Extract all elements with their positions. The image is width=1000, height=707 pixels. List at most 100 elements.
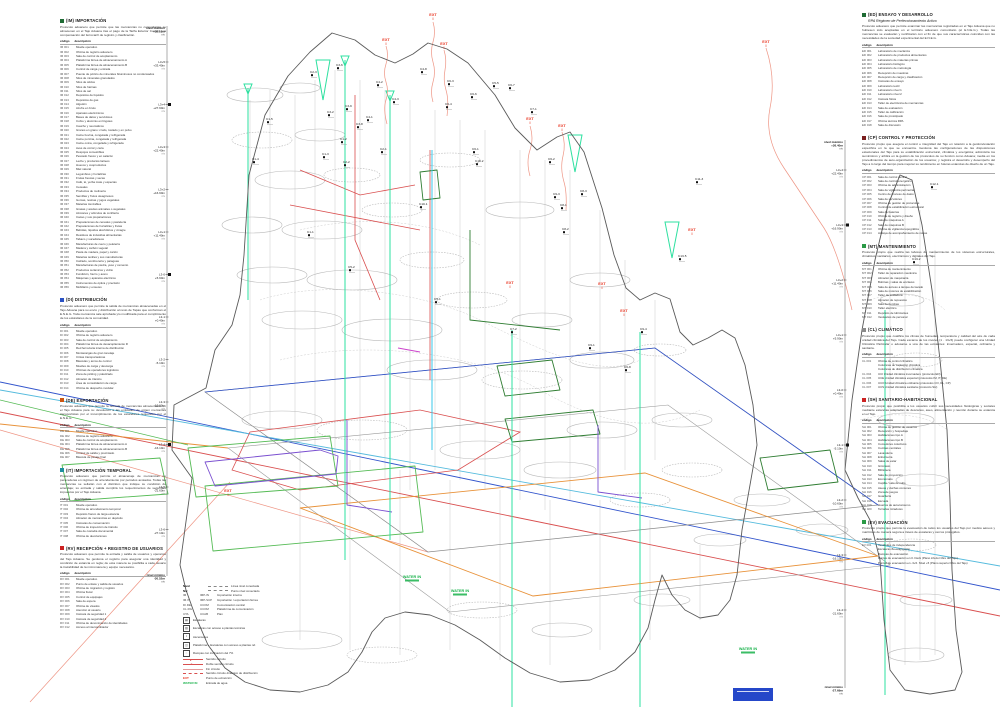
legend-flow-row: ▸Sentido circuito	[183, 657, 333, 662]
legend-abbr-a: IM·IT	[183, 597, 190, 602]
legend-label: Plan	[217, 611, 223, 616]
col-desc-header: descripción	[74, 39, 91, 44]
node-label: C9-3	[553, 192, 560, 196]
row-description: Salas de estar	[878, 459, 897, 464]
node-label: C5-5	[492, 81, 499, 85]
row-code	[862, 561, 875, 565]
row-code: RV 008	[60, 607, 70, 612]
row-description: Laboratorio nivel 1	[878, 88, 902, 93]
floor-plate	[261, 630, 343, 650]
row-code: ED 003	[862, 57, 872, 62]
row-description: Sala de servidores	[878, 196, 902, 201]
row-description: Atalaya de acompañamiento de navas	[878, 231, 928, 236]
row-description: Fundición, hierro y acero	[76, 272, 108, 277]
row-code: CP 004	[862, 187, 872, 192]
legend-label: Punto nivel conectado	[231, 588, 260, 593]
table-row: Columnas de captación climática	[862, 363, 995, 367]
row-code: IT 008	[60, 533, 69, 538]
row-description: Sala de evaluación	[878, 105, 903, 110]
node-square	[641, 331, 643, 334]
row-code: DI 001	[60, 328, 69, 333]
legend-symbol: Niv	[183, 588, 188, 593]
col-code-header: código	[60, 322, 70, 327]
row-description: Laboratorio de mecánica	[878, 48, 910, 53]
node-square	[311, 74, 313, 77]
row-description: Sala de discusión	[878, 122, 901, 127]
section-header: (MT) MANTENIMIENTO	[862, 244, 995, 249]
section-subtitle: RPA Régimen de Perfeccionamiento Activo	[868, 18, 937, 23]
node-square	[448, 83, 450, 86]
row-code: CP 007	[862, 200, 872, 205]
node-label: C13-5	[678, 254, 687, 258]
row-description: Carne porcina, congelada y refrigerada	[76, 136, 127, 141]
row-description: Laboratorio biológico	[878, 61, 905, 66]
row-description: Instrumentos de óptica y precisión	[76, 280, 120, 285]
row-description: Depósitos de líquidos	[76, 93, 104, 98]
row-description: Plataforma férrea de almacenamiento B	[76, 62, 128, 67]
level-node-square	[168, 103, 171, 106]
floor-plate	[231, 131, 293, 149]
node-square	[476, 163, 478, 166]
row-description: Grasas y aceites animales o vegetales	[76, 206, 126, 211]
node-label: C1-2	[340, 137, 347, 141]
node-label: C2-2	[343, 160, 350, 164]
row-code: IT 001	[60, 503, 69, 508]
node-square	[337, 67, 339, 70]
row-code: ED 010	[862, 88, 872, 93]
row-code: SH 011	[862, 468, 872, 473]
row-description: Calzado, sombrerería y paraguas	[76, 258, 119, 263]
row-description: UCO Unidad climática ordinaria (protocol…	[878, 380, 951, 385]
row-description: Oficina técnica RPA	[878, 118, 904, 123]
section-title: (EV) EVACUACIÓN	[868, 519, 908, 525]
row-description: Despojos comestibles	[76, 149, 105, 154]
row-code: IM 022	[60, 136, 69, 141]
row-description: Laboratorio textil	[878, 83, 900, 88]
row-description: Taller de reparación mecánica	[878, 271, 917, 276]
col-code-header: código	[862, 536, 872, 541]
node-label: C6-2	[548, 157, 555, 161]
node-label: C3-2	[327, 110, 334, 114]
floor-plate	[693, 533, 747, 547]
node-label: C6-7	[508, 83, 515, 87]
legend-abbr-a: CL·RG	[183, 607, 192, 612]
section-title: (RV) RECEPCIÓN + REGISTRO DE USUARIOS	[66, 545, 164, 551]
ext-label: EXT	[382, 38, 390, 42]
floor-plate	[446, 601, 518, 619]
row-code: IM 045	[60, 237, 69, 242]
row-description: Sala de máquinas A	[878, 218, 904, 223]
row-code: IM 044	[60, 232, 69, 237]
floor-plate	[887, 538, 937, 552]
section-header: (CL) CLIMÁTICO	[862, 327, 995, 332]
interior-contours	[259, 221, 949, 431]
row-description: Bobinas y salas de enclaves	[878, 280, 915, 285]
row-description: Escaleras de evacuación	[878, 547, 911, 552]
legend-flow-row: Fin circuito	[183, 667, 333, 672]
row-code: IM 054	[60, 276, 69, 281]
